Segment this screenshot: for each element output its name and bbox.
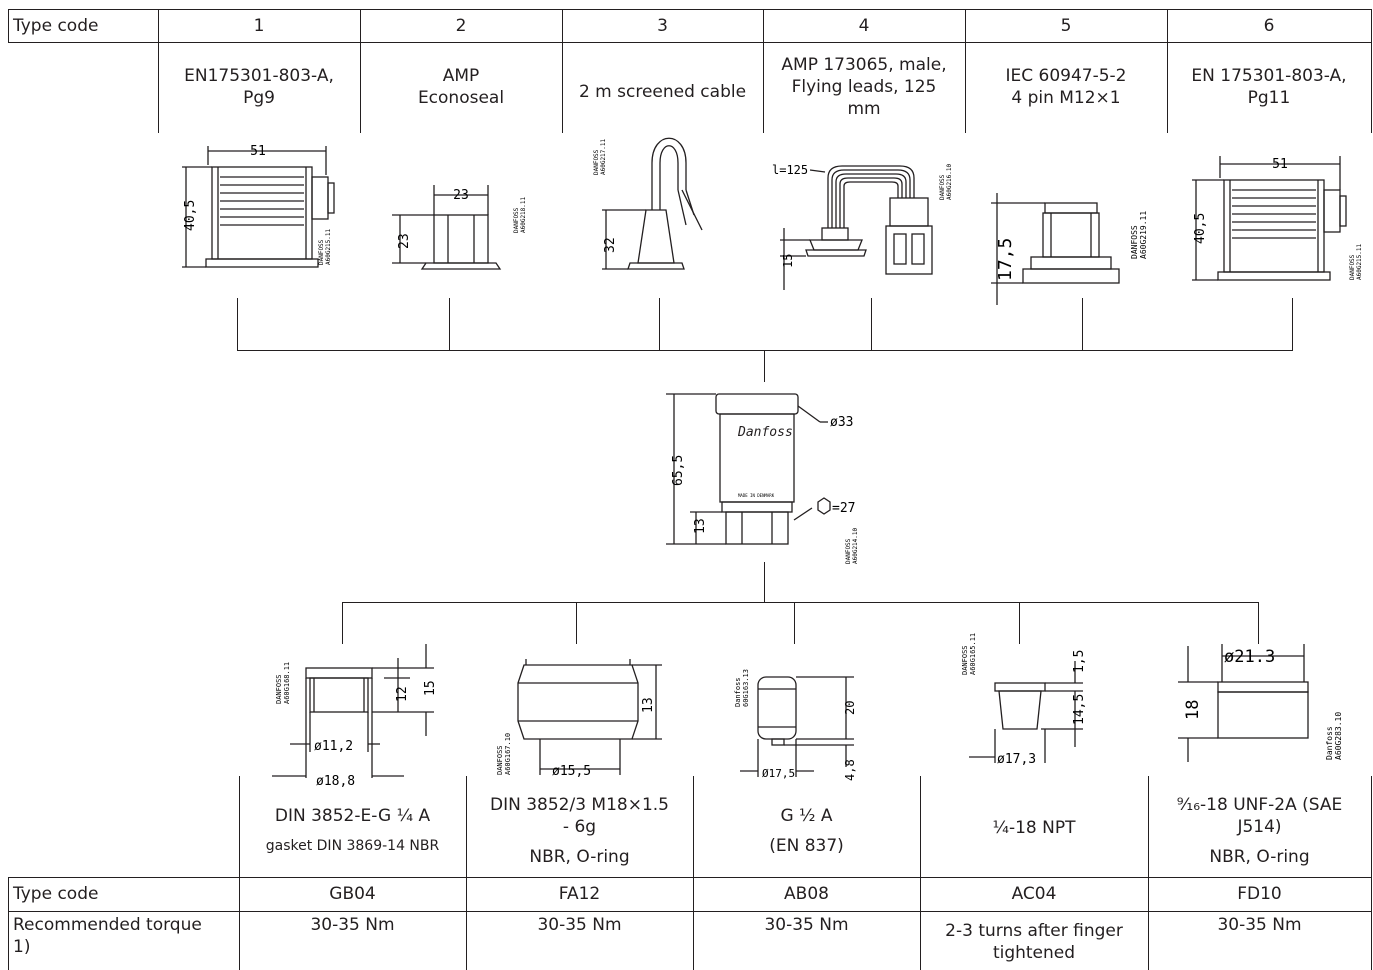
p1-h1-label: 12: [395, 686, 410, 702]
port-desc-1: DIN 3852-E-G ¼ A gasket DIN 3869-14 NBR: [265, 806, 440, 854]
connector-drawing-5: 17,5 DANFOSS A60G219.11: [991, 193, 1148, 305]
p3-h1-label: 20: [843, 701, 857, 715]
c1-ref-1: DANFOSS: [318, 239, 325, 265]
port-code-4: AC04: [1011, 884, 1057, 904]
c4-lead-label: l=125: [772, 163, 808, 177]
p3-ref-2: 60G163.13: [742, 669, 750, 707]
port-code-1: GB04: [329, 884, 376, 904]
p2-d1-label: ø15,5: [552, 764, 591, 779]
connector-drawing-2: 23 23 DANFOSS A60G218.11: [392, 185, 527, 270]
connector-desc-3: 2 m screened cable: [578, 82, 747, 102]
port-drawing-5: ø21.3 18 Danfoss A60G283.10: [1178, 644, 1343, 762]
port-torque-3: 30-35 Nm: [764, 915, 849, 935]
port-desc-5: ⁹⁄₁₆-18 UNF-2A (SAE J514) NBR, O-ring: [1176, 795, 1343, 867]
center-hex-label: =27: [832, 501, 855, 516]
connector-desc-1: EN175301-803-A,Pg9: [184, 66, 334, 108]
c2-ref-1: DANFOSS: [513, 207, 520, 233]
port-code-2: FA12: [558, 884, 601, 904]
type-code-3: 3: [657, 15, 668, 36]
c4-ref-2: A60G216.10: [946, 163, 953, 200]
port-torque-1: 30-35 Nm: [310, 915, 395, 935]
center-height-label: 65,5: [671, 455, 686, 486]
port-code-3: AB08: [784, 884, 829, 904]
c5-height-label: 17,5: [995, 238, 1016, 281]
made-in-label: MADE IN DENMARK: [738, 493, 775, 498]
p1-ref-1: DANFOSS: [275, 674, 283, 704]
c3-ref-1: DANFOSS: [593, 149, 600, 175]
p3-ref-1: Danfoss: [734, 677, 742, 707]
c1-width-label: 51: [250, 144, 266, 159]
c6-ref-2: A60G215.11: [1356, 243, 1363, 280]
p1-h2-label: 15: [423, 680, 438, 696]
connector-drawing-4: l=125 15 DANFOSS A60G216.10: [772, 163, 953, 290]
c6-width-label: 51: [1272, 157, 1288, 172]
danfoss-logo: Danfoss: [737, 425, 793, 440]
connector-drawing-6: 51 40,5 DANFOSS A60G215.11: [1192, 156, 1363, 281]
c1-ref-2: A60G215.11: [325, 228, 332, 265]
p4-h1-label: 14,5: [1072, 694, 1087, 725]
c2-ref-2: A60G218.11: [520, 196, 527, 233]
port-torque-5: 30-35 Nm: [1217, 915, 1302, 935]
p4-h2-label: 1,5: [1072, 650, 1087, 673]
c4-height-label: 15: [781, 254, 795, 268]
c6-height-label: 40,5: [1193, 213, 1208, 244]
c5-ref-2: A60G219.11: [1139, 211, 1148, 259]
c4-ref-1: DANFOSS: [939, 174, 946, 200]
torque-label: Recommended torque 1): [13, 915, 202, 957]
p2-ref-1: DANFOSS: [496, 745, 504, 775]
p5-h1-label: 18: [1183, 700, 1203, 720]
port-desc-4: ¼-18 NPT: [992, 818, 1076, 838]
port-drawing-3: Ø17,5 20 4,8 Danfoss 60G163.13: [734, 669, 857, 781]
port-desc-2: DIN 3852/3 M18×1.5 - 6g NBR, O-ring: [489, 795, 669, 867]
p3-d1-label: Ø17,5: [762, 767, 795, 780]
p5-ref-1: Danfoss: [1325, 726, 1334, 760]
port-drawing-2: ø15,5 13 DANFOSS A60G167.10: [496, 659, 662, 779]
c5-ref-1: DANFOSS: [1130, 225, 1139, 259]
p3-h2-label: 4,8: [843, 759, 857, 781]
connector-drawing-3: 32 DANFOSS A60G217.11: [593, 137, 703, 270]
top-type-code-label: Type code: [13, 15, 99, 36]
p5-ref-2: A60G283.10: [1334, 712, 1343, 760]
type-code-6: 6: [1263, 15, 1275, 36]
port-drawing-4: ø17,3 14,5 1,5 DANFOSS A60G165.11: [961, 633, 1087, 767]
p4-d1-label: ø17,3: [997, 752, 1036, 767]
center-ref-2: A60G214.10: [852, 527, 859, 564]
p1-d2-label: ø18,8: [316, 774, 355, 789]
p5-d1-label: ø21.3: [1224, 647, 1275, 667]
type-code-2: 2: [455, 15, 467, 36]
c3-height-label: 32: [603, 237, 618, 253]
c3-ref-2: A60G217.11: [600, 138, 607, 175]
connector-drawing-1: 51 40,5 DANFOSS A60G215.11: [182, 144, 335, 268]
p4-ref-1: DANFOSS: [961, 645, 969, 675]
center-ref-1: DANFOSS: [845, 538, 852, 564]
type-code-5: 5: [1060, 15, 1072, 36]
p2-h1-label: 13: [641, 697, 656, 713]
center-diameter-label: ø33: [830, 415, 853, 430]
port-drawing-1: ø11,2 ø18,8 12 15 DANFOSS A60G168.11: [272, 644, 438, 789]
p1-d1-label: ø11,2: [314, 739, 353, 754]
type-code-1: 1: [253, 15, 265, 36]
port-desc-3: G ½ A (EN 837): [769, 806, 844, 856]
port-code-5: FD10: [1237, 884, 1282, 904]
type-code-4: 4: [858, 15, 870, 36]
c6-ref-1: DANFOSS: [1349, 254, 1356, 280]
bottom-type-code-label: Type code: [13, 884, 99, 904]
center-lower-label: 13: [693, 518, 708, 534]
center-transmitter-drawing: Danfoss MADE IN DENMARK 65,5 13 ø33 =27 …: [666, 393, 859, 564]
c2-height-label: 23: [397, 233, 412, 249]
c2-width-label: 23: [453, 188, 469, 203]
c1-height-label: 40,5: [183, 200, 198, 231]
port-torque-2: 30-35 Nm: [537, 915, 622, 935]
connector-desc-6: EN 175301-803-A,Pg11: [1191, 66, 1347, 108]
p1-ref-2: A60G168.11: [283, 662, 291, 704]
p4-ref-2: A60G165.11: [969, 633, 977, 675]
p2-ref-2: A60G167.10: [504, 733, 512, 775]
